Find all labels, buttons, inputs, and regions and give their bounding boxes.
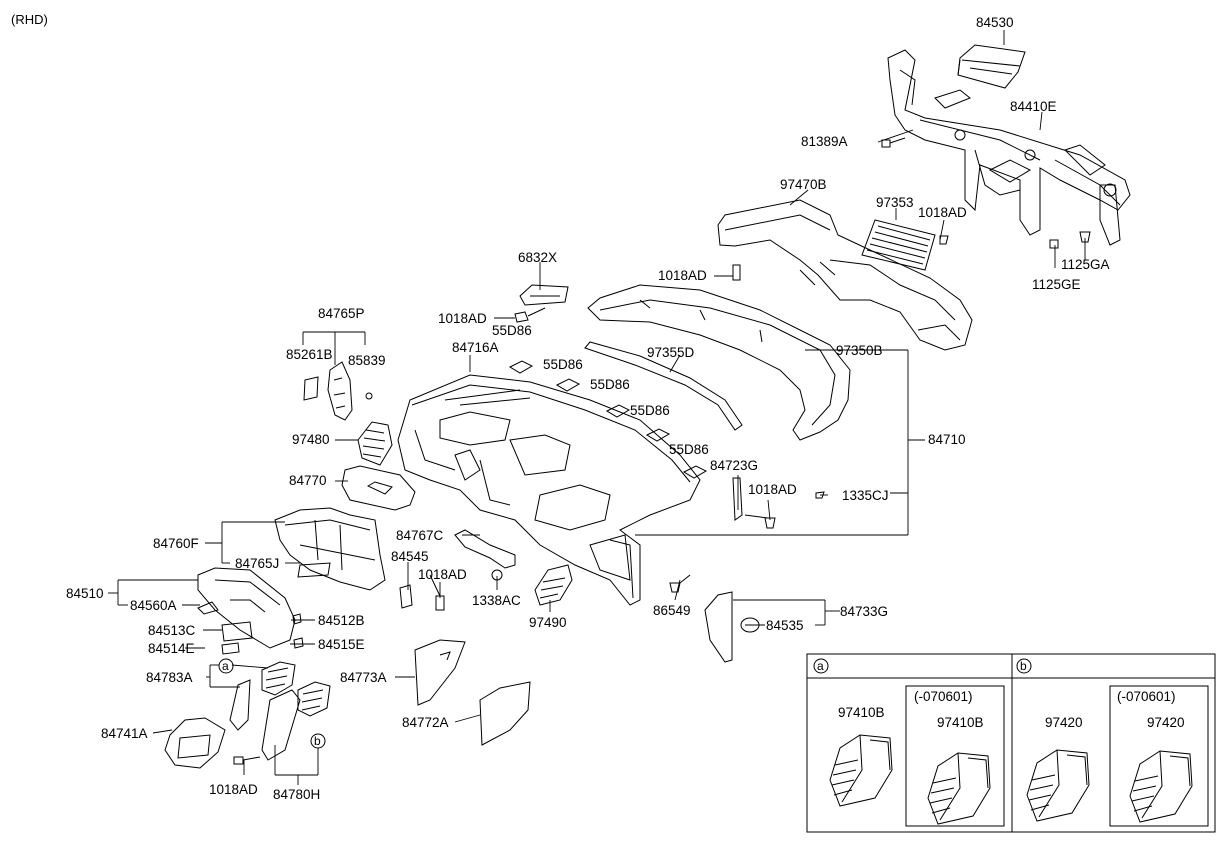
strip-97355D bbox=[584, 341, 743, 431]
callout-b: b bbox=[314, 734, 321, 748]
label-84512B: 84512B bbox=[318, 613, 365, 628]
bolts bbox=[233, 137, 1091, 765]
defroster-duct-97350B bbox=[587, 284, 851, 441]
vent-97480 bbox=[357, 421, 393, 466]
module-84530 bbox=[934, 44, 1026, 109]
label-1125GA: 1125GA bbox=[1061, 257, 1110, 272]
label-84733G: 84733G bbox=[840, 604, 889, 619]
label-84767C: 84767C bbox=[396, 528, 444, 543]
bracket-84767C bbox=[454, 529, 516, 569]
label-97470B: 97470B bbox=[780, 177, 827, 192]
leader-lines bbox=[108, 30, 1086, 785]
label-84760F: 84760F bbox=[153, 536, 199, 551]
label-84515E: 84515E bbox=[318, 637, 365, 652]
label-84765J: 84765J bbox=[235, 556, 280, 571]
label-1018AD-1: 1018AD bbox=[918, 205, 967, 220]
label-1338AC: 1338AC bbox=[472, 593, 521, 608]
label-84770: 84770 bbox=[289, 473, 327, 488]
part-6832X bbox=[519, 284, 569, 306]
label-81389A: 81389A bbox=[801, 134, 848, 149]
duct-97470B bbox=[717, 199, 973, 351]
label-97355D: 97355D bbox=[647, 345, 695, 360]
callout-a-circle bbox=[218, 658, 234, 674]
label-55D86-2: 55D86 bbox=[543, 357, 583, 372]
label-55D86-3: 55D86 bbox=[590, 377, 630, 392]
label-1335CJ: 1335CJ bbox=[842, 488, 889, 503]
label-1125GE: 1125GE bbox=[1032, 277, 1081, 292]
pads-55D86 bbox=[508, 360, 708, 479]
inset-b-sub-part: 97420 bbox=[1147, 715, 1185, 730]
vent-97490 bbox=[534, 564, 573, 606]
panel-84772A bbox=[479, 681, 531, 746]
label-84560A: 84560A bbox=[130, 598, 177, 613]
inset-b-part: 97420 bbox=[1045, 715, 1083, 730]
grille-97353 bbox=[861, 219, 936, 271]
inset-b-marker: b bbox=[1020, 659, 1027, 673]
label-84723G: 84723G bbox=[710, 458, 759, 473]
inset-a-sub-part: 97410B bbox=[937, 715, 984, 730]
label-84780H: 84780H bbox=[273, 787, 321, 802]
label-84716A: 84716A bbox=[452, 340, 499, 355]
cover-84770 bbox=[341, 465, 416, 511]
rhd-note: (RHD) bbox=[11, 12, 48, 27]
inset-vents bbox=[829, 734, 1193, 825]
label-84772A: 84772A bbox=[402, 715, 449, 730]
side-panel-84733G bbox=[704, 591, 760, 663]
label-97480: 97480 bbox=[292, 432, 330, 447]
label-84530: 84530 bbox=[976, 15, 1014, 30]
label-1018AD-6: 1018AD bbox=[209, 782, 258, 797]
label-84514E: 84514E bbox=[148, 641, 195, 656]
main-panel-84716A bbox=[397, 374, 701, 606]
label-97353: 97353 bbox=[876, 195, 914, 210]
label-84545: 84545 bbox=[391, 549, 429, 564]
label-97490: 97490 bbox=[529, 615, 567, 630]
inset-box bbox=[806, 653, 1216, 833]
label-85261B: 85261B bbox=[286, 347, 333, 362]
label-6832X: 6832X bbox=[518, 250, 558, 265]
vents-84783A bbox=[229, 661, 331, 761]
lower-assembly-84760F bbox=[274, 507, 386, 591]
label-1018AD-3: 1018AD bbox=[438, 311, 487, 326]
label-84765P: 84765P bbox=[318, 306, 365, 321]
clip-1335CJ bbox=[815, 491, 825, 499]
inset-a-marker: a bbox=[817, 659, 824, 673]
panel-84773A bbox=[414, 639, 466, 706]
side-cover-84765P bbox=[303, 361, 353, 421]
label-84535: 84535 bbox=[766, 618, 804, 633]
label-97350B: 97350B bbox=[836, 343, 883, 358]
bracket-84545 bbox=[399, 584, 413, 609]
label-86549: 86549 bbox=[653, 603, 691, 618]
label-55D86-4: 55D86 bbox=[630, 403, 670, 418]
label-85839: 85839 bbox=[348, 353, 386, 368]
label-84510: 84510 bbox=[66, 586, 104, 601]
label-55D86-1: 55D86 bbox=[492, 323, 532, 338]
callout-a: a bbox=[222, 659, 229, 673]
label-84710: 84710 bbox=[928, 432, 966, 447]
inset-a-sub-header: (-070601) bbox=[914, 689, 973, 704]
label-1018AD-2: 1018AD bbox=[658, 268, 707, 283]
label-84741A: 84741A bbox=[101, 726, 148, 741]
label-1018AD-5: 1018AD bbox=[418, 567, 467, 582]
callout-b-circle bbox=[310, 733, 326, 749]
inset-b-sub-header: (-070601) bbox=[1117, 689, 1176, 704]
label-84773A: 84773A bbox=[340, 670, 387, 685]
cross-member-84410E bbox=[887, 49, 1131, 246]
label-84783A: 84783A bbox=[146, 670, 193, 685]
bezel-84741A bbox=[164, 717, 226, 769]
label-84410E: 84410E bbox=[1010, 99, 1057, 114]
label-1018AD-4: 1018AD bbox=[748, 482, 797, 497]
label-55D86-5: 55D86 bbox=[669, 442, 709, 457]
inset-a-part: 97410B bbox=[838, 705, 885, 720]
label-84513C: 84513C bbox=[148, 623, 196, 638]
glove-box-84510 bbox=[197, 567, 304, 655]
bracket-84723G bbox=[732, 477, 743, 521]
